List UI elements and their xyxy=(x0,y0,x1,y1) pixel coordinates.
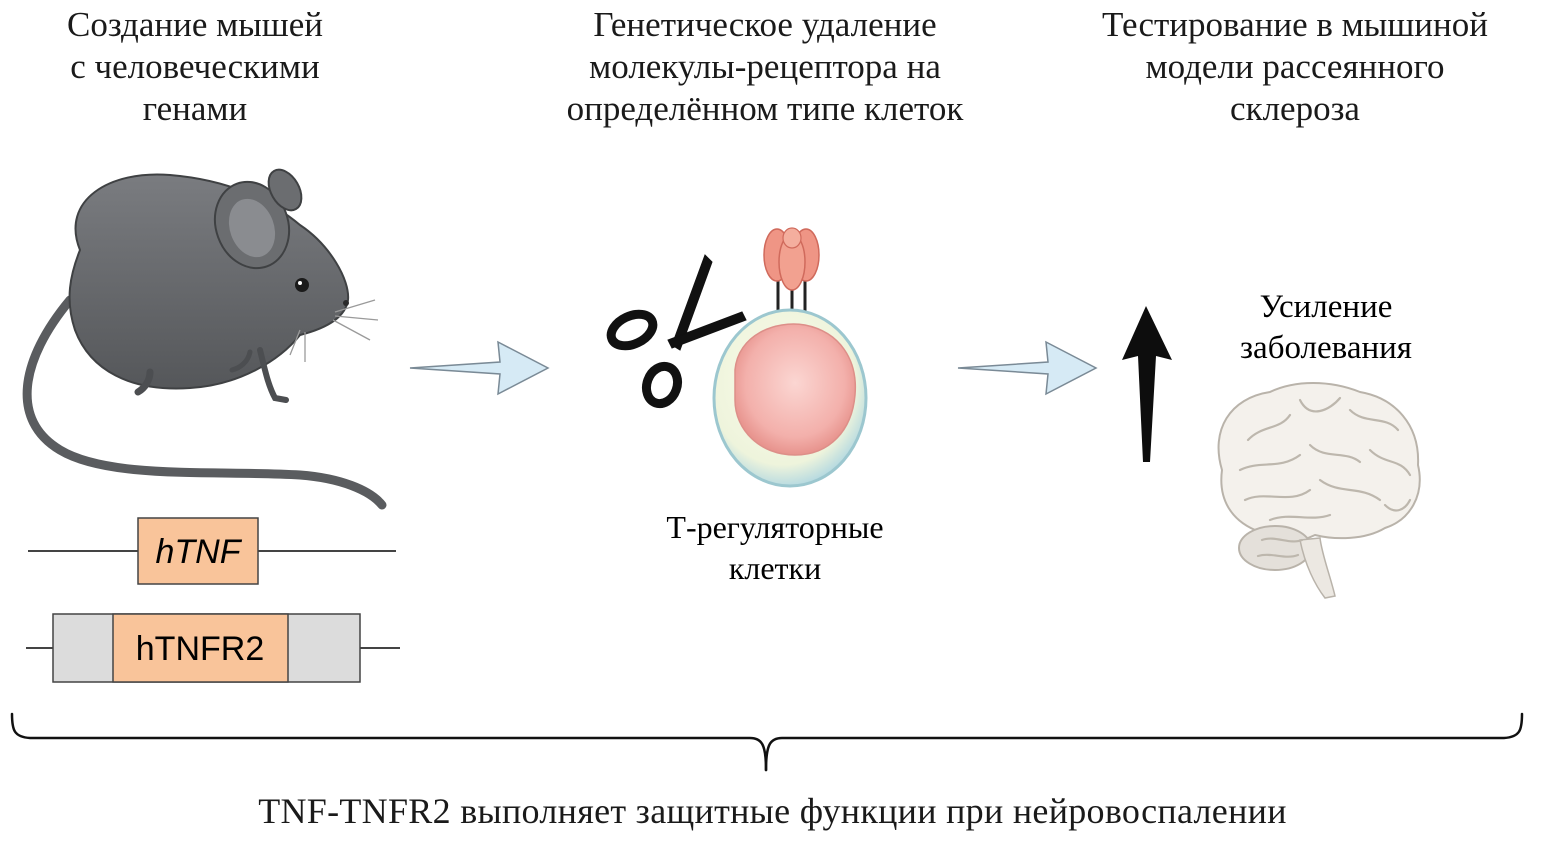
step-1-title-line-1: Создание мышей xyxy=(66,5,323,44)
step-2-title-line-1: Генетическое удаление xyxy=(593,5,937,44)
conclusion-text: TNF-TNFR2 выполняет защитные функции при… xyxy=(258,791,1287,831)
step-3-title-line-3: склероза xyxy=(1230,89,1360,128)
mouse-icon xyxy=(22,168,387,510)
gene-label-htnf: hTNF xyxy=(156,533,243,571)
gene-construct-htnf xyxy=(28,517,396,585)
step-2-title-line-3: определённом типе клеток xyxy=(566,89,964,128)
arrow-right-icon xyxy=(409,340,550,396)
arrow-right-icon xyxy=(957,340,1098,396)
cell-label-line-2: клетки xyxy=(729,550,821,586)
step-2-title: Генетическое удаление молекулы-рецептора… xyxy=(505,4,1025,130)
scissors-icon xyxy=(606,254,747,409)
outcome-label-line-2: заболевания xyxy=(1240,330,1412,366)
summary-brace xyxy=(10,712,1524,772)
step-3-title-line-2: модели рассеянного xyxy=(1145,47,1445,86)
outcome-label-line-1: Усиление xyxy=(1260,289,1393,325)
step-3-title-line-1: Тестирование в мышиной xyxy=(1102,5,1488,44)
arrow-up-icon xyxy=(1122,306,1172,462)
step-1-title-line-2: с человеческими xyxy=(70,47,320,86)
t-cell-icon xyxy=(712,227,868,488)
step-1-title: Создание мышей с человеческими генами xyxy=(10,4,380,130)
step-1-title-line-3: генами xyxy=(142,89,248,128)
step-3-title: Тестирование в мышиной модели рассеянног… xyxy=(1060,4,1530,130)
step-2-title-line-2: молекулы-рецептора на xyxy=(589,47,941,86)
gene-construct-htnfr2 xyxy=(26,613,400,683)
cell-label-line-1: Т-регуляторные xyxy=(666,509,883,545)
gene-label-htnfr2: hTNFR2 xyxy=(136,630,264,668)
brain-icon xyxy=(1217,382,1421,599)
